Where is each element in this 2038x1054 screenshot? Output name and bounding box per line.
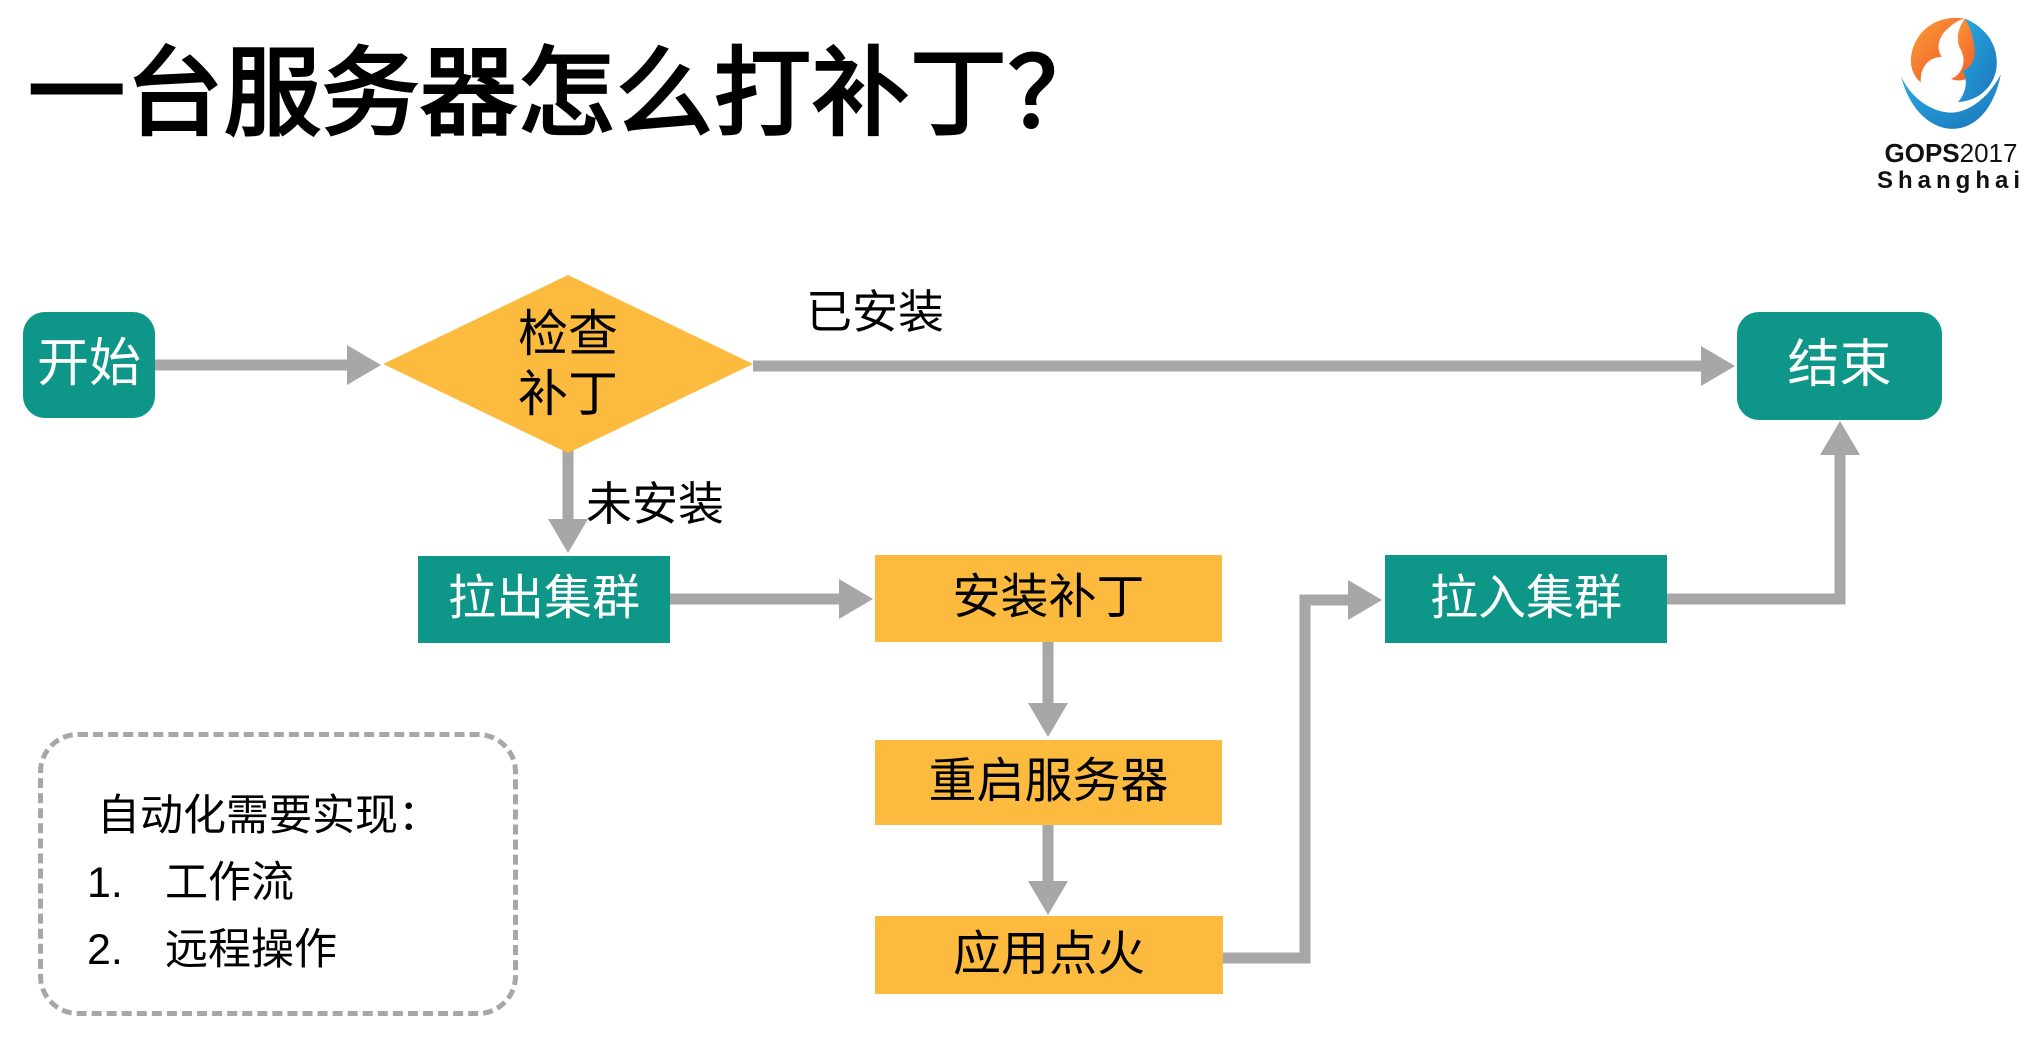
edge-install-restart-arrowhead <box>1028 703 1068 737</box>
gops-logo-city: Shanghai <box>1876 167 2025 194</box>
gops-logo-mark <box>1901 17 2001 129</box>
node-install-patch: 安装补丁 <box>875 555 1222 642</box>
note-item-1-text: 工作流 <box>165 859 294 907</box>
gops-logo: GOPS2017 Shanghai <box>1868 12 2034 195</box>
edge-pullout-install-arrowhead <box>839 579 873 619</box>
edge-pullin-end <box>1667 454 1846 605</box>
node-app-ignite: 应用点火 <box>875 916 1223 994</box>
edge-label-installed: 已安装 <box>806 286 944 338</box>
edge-label-not-installed: 未安装 <box>586 478 724 530</box>
note-item-2: 2. 远程操作 <box>87 917 513 984</box>
edge-check-pullout-arrowhead <box>548 519 588 553</box>
note-item-2-number: 2. <box>87 926 123 974</box>
note-item-1: 1. 工作流 <box>87 850 513 917</box>
node-restart-server: 重启服务器 <box>875 740 1222 825</box>
gops-logo-year: 2017 <box>1959 138 2018 168</box>
node-check-patch-line1: 检查 <box>518 306 618 362</box>
node-check-patch-line2: 补丁 <box>518 366 618 422</box>
node-start: 开始 <box>23 312 155 418</box>
edge-start-check-arrowhead <box>347 345 381 385</box>
edge-ignite-pullin-arrowhead <box>1348 580 1382 620</box>
node-pull-out-cluster: 拉出集群 <box>418 556 670 643</box>
gops-logo-text: GOPS2017 <box>1868 139 2034 167</box>
edge-check-end-arrowhead <box>1701 346 1735 386</box>
node-pull-in-cluster: 拉入集群 <box>1385 555 1667 643</box>
node-end: 结束 <box>1737 312 1942 420</box>
edge-restart-ignite-arrowhead <box>1028 881 1068 915</box>
note-item-1-number: 1. <box>87 859 123 907</box>
note-heading: 自动化需要实现： <box>97 792 441 840</box>
page-title: 一台服务器怎么打补丁？ <box>28 39 1106 148</box>
edge-pullin-end-arrowhead <box>1820 421 1860 455</box>
note-item-2-text: 远程操作 <box>165 926 337 974</box>
edge-ignite-pullin <box>1223 594 1349 964</box>
gops-logo-gops: GOPS <box>1884 138 1960 168</box>
automation-note-box: 自动化需要实现： 1. 工作流 2. 远程操作 <box>38 732 518 1016</box>
